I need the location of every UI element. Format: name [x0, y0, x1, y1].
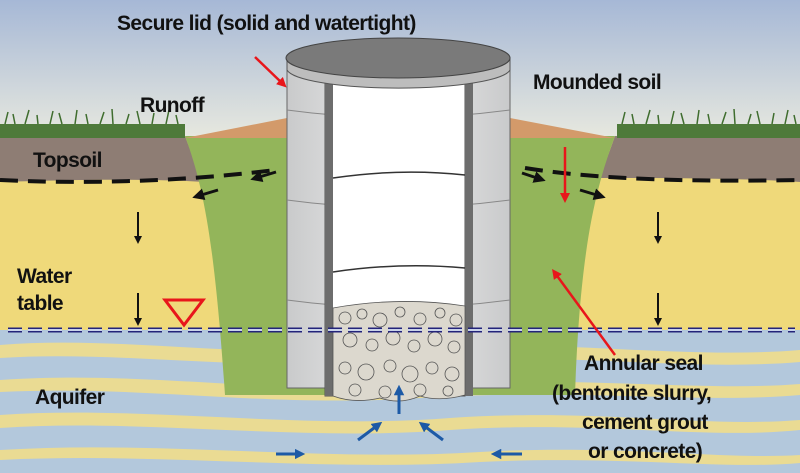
runoff-label: Runoff [140, 94, 206, 117]
infiltration-arrows [134, 212, 662, 326]
annular-seal-label-line2: (bentonite slurry, [552, 382, 711, 405]
mounded-soil-left [185, 118, 287, 138]
aquifer-label: Aquifer [35, 386, 105, 409]
topsoil-label: Topsoil [33, 149, 102, 172]
topsoil-right [598, 136, 800, 182]
grass [0, 108, 800, 138]
runoff-arrow [579, 188, 606, 201]
water-table-label-line1: Water [17, 265, 72, 288]
lid-label: Secure lid (solid and watertight) [117, 12, 416, 35]
annular-seal-label-line4: or concrete) [588, 440, 702, 463]
well-lid [285, 37, 511, 89]
topsoil-boundary-left [0, 168, 276, 184]
groundwater-flow-arrows [276, 384, 522, 460]
water-table-symbol [161, 298, 207, 328]
water-table-label-line2: table [17, 292, 63, 315]
callout-arrows [254, 56, 617, 356]
annular-seal-label-line1: Annular seal [584, 352, 703, 375]
runoff-arrow [192, 188, 219, 201]
annular-seal-label-line3: cement grout [582, 411, 708, 434]
topsoil-left [0, 136, 205, 182]
topsoil-boundary-right [524, 166, 800, 183]
gravel-pack [332, 301, 466, 402]
mounded-soil-label: Mounded soil [533, 71, 661, 94]
runoff-arrow [250, 170, 277, 183]
aquifer-layer [0, 330, 800, 473]
runoff-arrow [521, 171, 546, 183]
runoff-arrows [192, 170, 606, 201]
mounded-soil-right [510, 118, 615, 138]
